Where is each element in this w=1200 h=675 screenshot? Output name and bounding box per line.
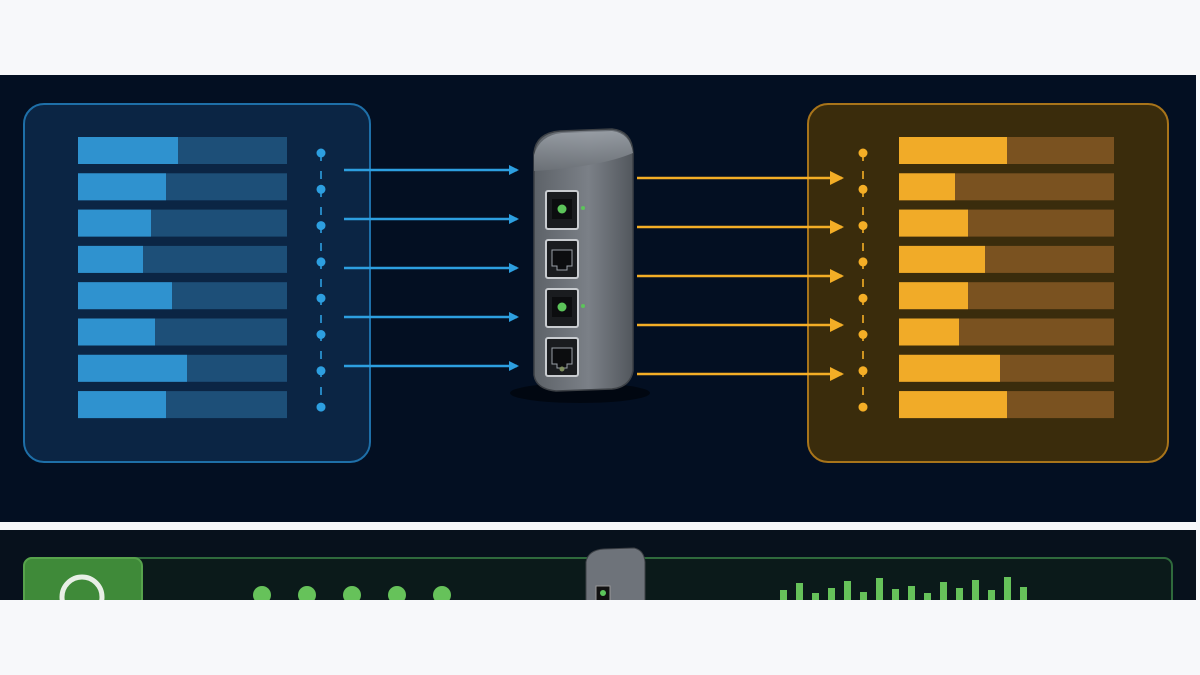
green-bar bbox=[796, 583, 803, 600]
green-dot-row bbox=[253, 586, 451, 600]
search-magnifier-icon bbox=[59, 574, 105, 600]
output-connector-dot bbox=[858, 402, 868, 412]
output-connector-dot bbox=[858, 257, 868, 267]
input-row-fill bbox=[78, 137, 178, 164]
input-row-fill bbox=[78, 354, 187, 382]
output-connector-dot bbox=[858, 184, 868, 194]
rj45-socket bbox=[551, 249, 573, 271]
output-row-fill bbox=[899, 391, 1007, 419]
green-bar bbox=[892, 589, 899, 600]
output-row-fill bbox=[899, 173, 955, 201]
green-bar bbox=[956, 588, 963, 600]
input-row-fill bbox=[78, 173, 166, 201]
output-row-fill bbox=[899, 209, 968, 237]
output-connector-dot bbox=[858, 293, 868, 303]
activity-led-icon bbox=[581, 304, 585, 308]
output-row-fill bbox=[899, 354, 1000, 382]
output-connector-dot bbox=[858, 221, 868, 231]
rj45-socket bbox=[551, 347, 573, 369]
flow-diagram bbox=[23, 103, 1169, 463]
green-bar bbox=[860, 592, 867, 600]
input-connector-dot bbox=[316, 330, 326, 339]
green-bar bbox=[828, 588, 835, 600]
output-connector-dots bbox=[858, 148, 868, 412]
input-connector-dot bbox=[316, 148, 326, 158]
input-connector-dot bbox=[316, 366, 326, 376]
input-row-fill bbox=[78, 391, 166, 419]
inbound-arrows bbox=[344, 165, 519, 371]
secondary-strip bbox=[23, 547, 1173, 600]
green-dot bbox=[253, 586, 271, 600]
green-bar bbox=[780, 590, 787, 600]
green-bar bbox=[1020, 587, 1027, 600]
green-bar bbox=[924, 593, 931, 600]
green-bar bbox=[812, 593, 819, 600]
status-led-icon bbox=[559, 366, 565, 372]
input-connector-dot bbox=[316, 257, 326, 267]
output-data-rows bbox=[899, 137, 1114, 419]
green-bar bbox=[988, 590, 995, 600]
green-bar bbox=[908, 586, 915, 600]
outbound-arrows bbox=[637, 171, 844, 381]
output-row-fill bbox=[899, 318, 959, 346]
green-bar bbox=[972, 580, 979, 600]
input-connector-dot bbox=[316, 221, 326, 231]
port-led-icon bbox=[557, 204, 567, 214]
green-bar bbox=[876, 578, 883, 600]
output-connector-dot bbox=[858, 148, 868, 158]
green-dot bbox=[388, 586, 406, 600]
output-row-fill bbox=[899, 282, 968, 310]
port-led-icon bbox=[557, 302, 567, 312]
diagram-panel bbox=[0, 75, 1196, 522]
green-dot bbox=[343, 586, 361, 600]
panel-divider bbox=[0, 522, 1196, 530]
green-bar-chart bbox=[780, 577, 1027, 600]
input-row-fill bbox=[78, 209, 151, 237]
green-bar bbox=[844, 581, 851, 600]
output-connector-dot bbox=[858, 330, 868, 339]
input-connector-dot bbox=[316, 184, 326, 194]
output-row-fill bbox=[899, 245, 985, 273]
green-dot bbox=[433, 586, 451, 600]
green-bar bbox=[1004, 577, 1011, 600]
input-row-fill bbox=[78, 318, 155, 346]
secondary-panel bbox=[0, 530, 1196, 600]
input-connector-dot bbox=[316, 402, 326, 412]
input-data-rows bbox=[78, 137, 287, 419]
output-connector-dot bbox=[858, 366, 868, 376]
output-row-fill bbox=[899, 137, 1007, 164]
green-bar bbox=[940, 582, 947, 600]
activity-led-icon bbox=[581, 206, 585, 210]
green-dot bbox=[298, 586, 316, 600]
network-switch-icon bbox=[510, 128, 650, 403]
input-row-fill bbox=[78, 282, 172, 310]
network-switch-icon bbox=[585, 547, 646, 600]
input-connector-dot bbox=[316, 293, 326, 303]
input-row-fill bbox=[78, 245, 143, 273]
input-connector-dots bbox=[316, 148, 326, 412]
